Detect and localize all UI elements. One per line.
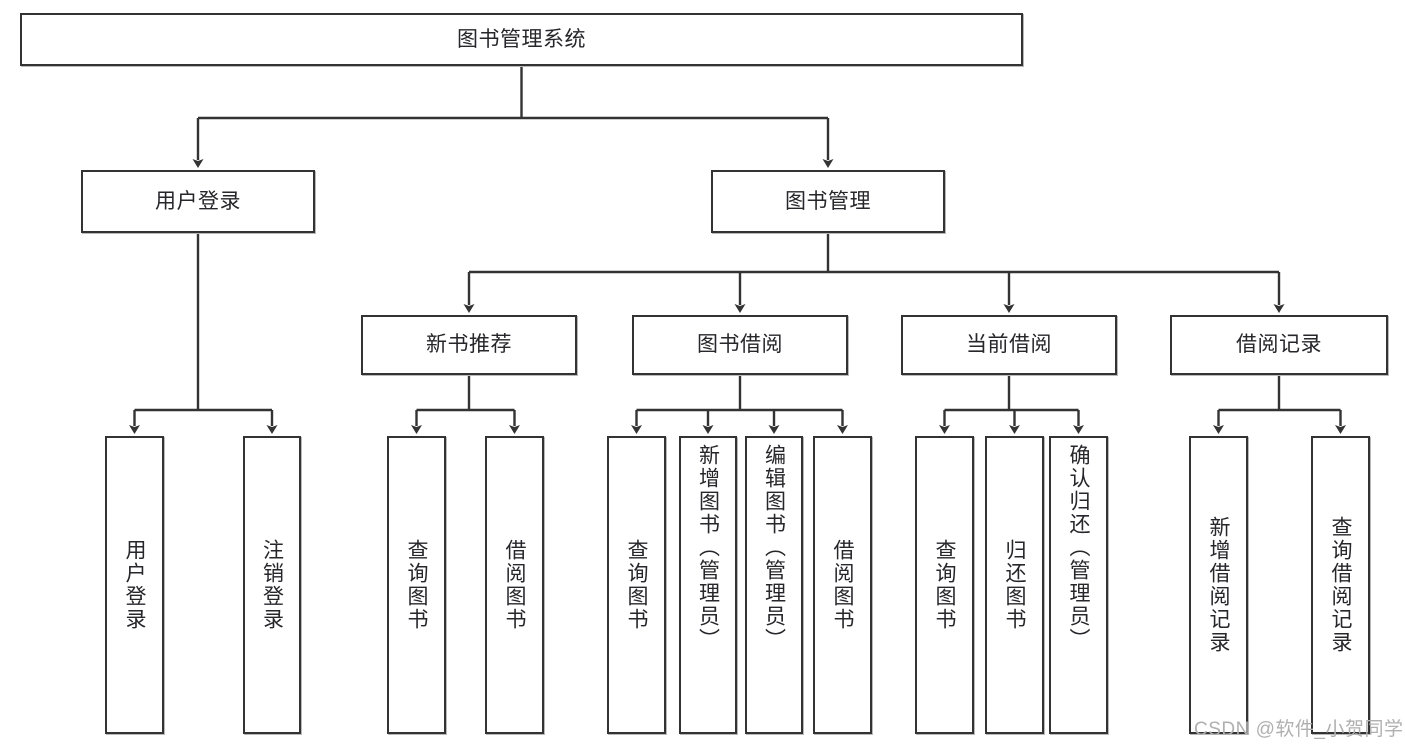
node-label: 用户登录	[123, 539, 146, 631]
node-current-borrow[interactable]: 当前借阅	[901, 315, 1117, 375]
node-leaf-query-book-3[interactable]: 查询图书	[915, 436, 974, 734]
node-leaf-add-book[interactable]: 新增图书（管理员）	[679, 436, 737, 734]
node-label: 图书管理系统	[457, 27, 586, 51]
node-label: 确认归还（管理员）	[1067, 444, 1090, 651]
node-label: 当前借阅	[966, 333, 1052, 357]
node-leaf-borrow-book-1[interactable]: 借阅图书	[485, 436, 544, 734]
node-label: 新增图书（管理员）	[696, 444, 720, 651]
node-leaf-query-book-2[interactable]: 查询图书	[607, 436, 666, 734]
node-label: 新增借阅记录	[1207, 516, 1230, 654]
node-leaf-add-record[interactable]: 新增借阅记录	[1189, 436, 1248, 734]
node-label: 图书管理	[785, 189, 871, 213]
node-label: 用户登录	[155, 189, 241, 213]
node-leaf-confirm-return[interactable]: 确认归还（管理员）	[1049, 436, 1108, 734]
node-user-login[interactable]: 用户登录	[81, 170, 315, 233]
node-leaf-borrow-book-2[interactable]: 借阅图书	[813, 436, 872, 734]
node-label: 查询图书	[933, 539, 956, 631]
node-root[interactable]: 图书管理系统	[20, 13, 1023, 66]
node-book-borrow[interactable]: 图书借阅	[632, 315, 848, 375]
node-new-book-rec[interactable]: 新书推荐	[361, 315, 577, 375]
node-label: 图书借阅	[697, 333, 783, 357]
node-leaf-return-book[interactable]: 归还图书	[985, 436, 1044, 734]
node-label: 借阅记录	[1236, 333, 1322, 357]
node-label: 编辑图书（管理员）	[762, 444, 786, 651]
node-borrow-record[interactable]: 借阅记录	[1170, 315, 1388, 375]
node-label: 归还图书	[1003, 539, 1026, 631]
node-label: 查询借阅记录	[1329, 516, 1352, 654]
node-leaf-query-book-1[interactable]: 查询图书	[387, 436, 446, 734]
node-label: 新书推荐	[426, 333, 512, 357]
node-book-manage[interactable]: 图书管理	[711, 170, 945, 233]
node-label: 查询图书	[405, 539, 428, 631]
node-label: 借阅图书	[503, 539, 526, 631]
node-leaf-user-login[interactable]: 用户登录	[105, 436, 164, 734]
watermark: CSDN @软件_小贺同学	[1194, 719, 1404, 740]
node-leaf-user-logout[interactable]: 注销登录	[243, 436, 301, 734]
node-leaf-query-record[interactable]: 查询借阅记录	[1311, 436, 1370, 734]
node-label: 查询图书	[625, 539, 648, 631]
node-label: 借阅图书	[831, 539, 854, 631]
node-leaf-edit-book[interactable]: 编辑图书（管理员）	[745, 436, 803, 734]
node-label: 注销登录	[260, 539, 284, 631]
